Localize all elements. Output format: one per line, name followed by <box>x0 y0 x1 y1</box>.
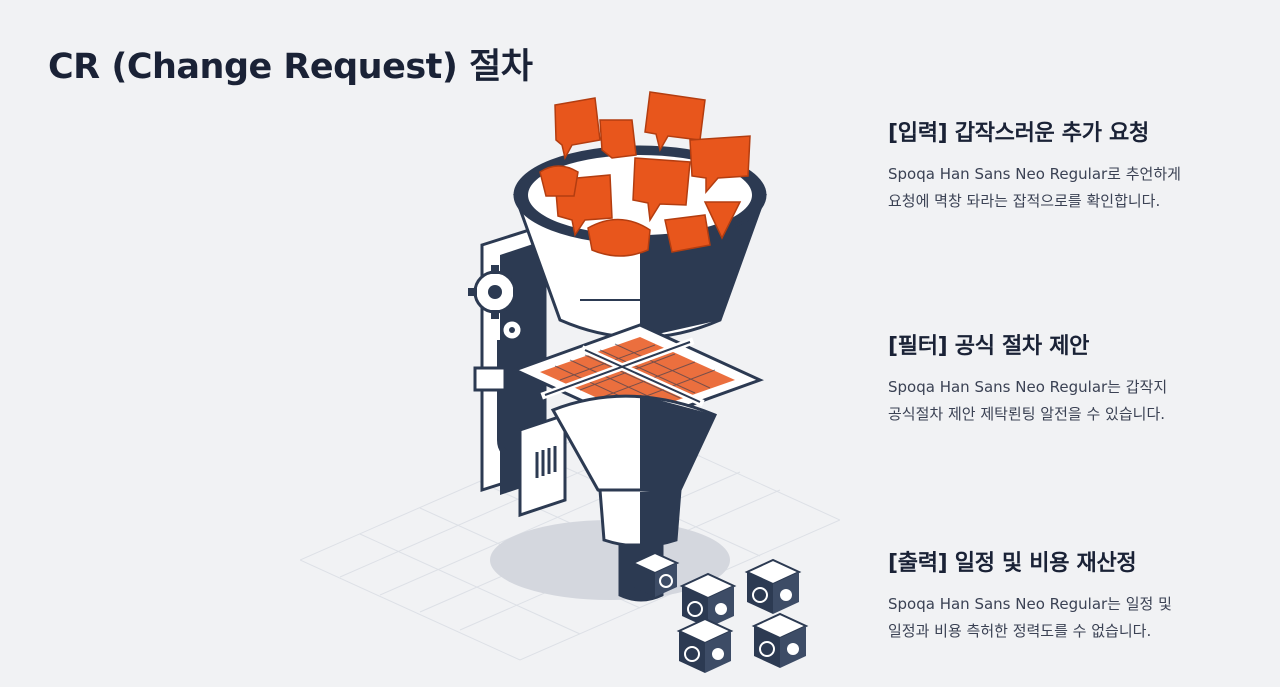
step-heading: [출력] 일정 및 비용 재산정 <box>888 551 1137 576</box>
clock-icon <box>752 587 768 603</box>
bottom-funnel <box>550 394 718 602</box>
filter-grid-icon <box>511 323 764 427</box>
step-description-line: 일정과 비용 측허한 정력도를 수 없습니다. <box>888 622 1152 640</box>
speech-bubble-icon <box>539 165 579 197</box>
step-description: Spoqa Han Sans Neo Regular는 갑작지 공식절차 제안 … <box>888 374 1248 428</box>
funnel-illustration <box>300 91 840 673</box>
clock-icon <box>687 601 703 617</box>
cube <box>744 558 802 614</box>
clock-icon <box>684 646 700 662</box>
step-heading: [입력] 갑작스러운 추가 요청 <box>888 121 1149 146</box>
step-description-line: Spoqa Han Sans Neo Regular는 일정 및 <box>888 595 1172 613</box>
step-filter: [필터] 공식 절차 제안 Spoqa Han Sans Neo Regular… <box>888 328 1248 428</box>
step-input: [입력] 갑작스러운 추가 요청 Spoqa Han Sans Neo Regu… <box>888 115 1248 215</box>
cube <box>676 617 734 673</box>
coin-stack-icon <box>787 643 799 655</box>
output-cubes <box>630 551 809 673</box>
speech-bubble-icon <box>644 91 706 152</box>
coin-stack-icon <box>780 589 792 601</box>
step-description: Spoqa Han Sans Neo Regular는 일정 및 일정과 비용 … <box>888 591 1248 645</box>
step-description-line: Spoqa Han Sans Neo Regular로 추언하게 <box>888 165 1181 183</box>
small-gear-icon <box>500 318 524 342</box>
speech-bubble-icon <box>689 135 751 195</box>
page-title: CR (Change Request) 절차 <box>48 47 533 87</box>
coin-stack-icon <box>712 648 724 660</box>
side-pipe <box>497 340 516 458</box>
cube <box>679 572 737 628</box>
valve <box>473 366 507 392</box>
coin-stack-icon <box>715 603 727 615</box>
clock-icon <box>659 574 673 588</box>
speech-bubble-icon <box>632 157 691 223</box>
cube <box>630 551 680 597</box>
speech-bubble-icon <box>554 97 601 161</box>
speech-bubble-group <box>539 91 751 257</box>
step-heading: [필터] 공식 절차 제안 <box>888 334 1090 359</box>
speech-bubble-icon <box>664 214 711 253</box>
speech-bubble-icon <box>599 119 637 159</box>
speech-bubble-icon <box>703 201 742 240</box>
gear-icon <box>468 265 522 319</box>
step-output: [출력] 일정 및 비용 재산정 Spoqa Han Sans Neo Regu… <box>888 545 1248 645</box>
clock-icon <box>759 641 775 657</box>
step-description: Spoqa Han Sans Neo Regular로 추언하게 요청에 멱창 … <box>888 161 1248 215</box>
step-description-line: 요청에 멱창 돠라는 잡적으로를 확인합니다. <box>888 192 1161 210</box>
step-description-line: 공식절차 제안 제탁뢴팅 알전을 수 있습니다. <box>888 405 1166 423</box>
speech-bubble-icon <box>587 218 651 257</box>
cube <box>751 612 809 668</box>
step-description-line: Spoqa Han Sans Neo Regular는 갑작지 <box>888 378 1168 396</box>
